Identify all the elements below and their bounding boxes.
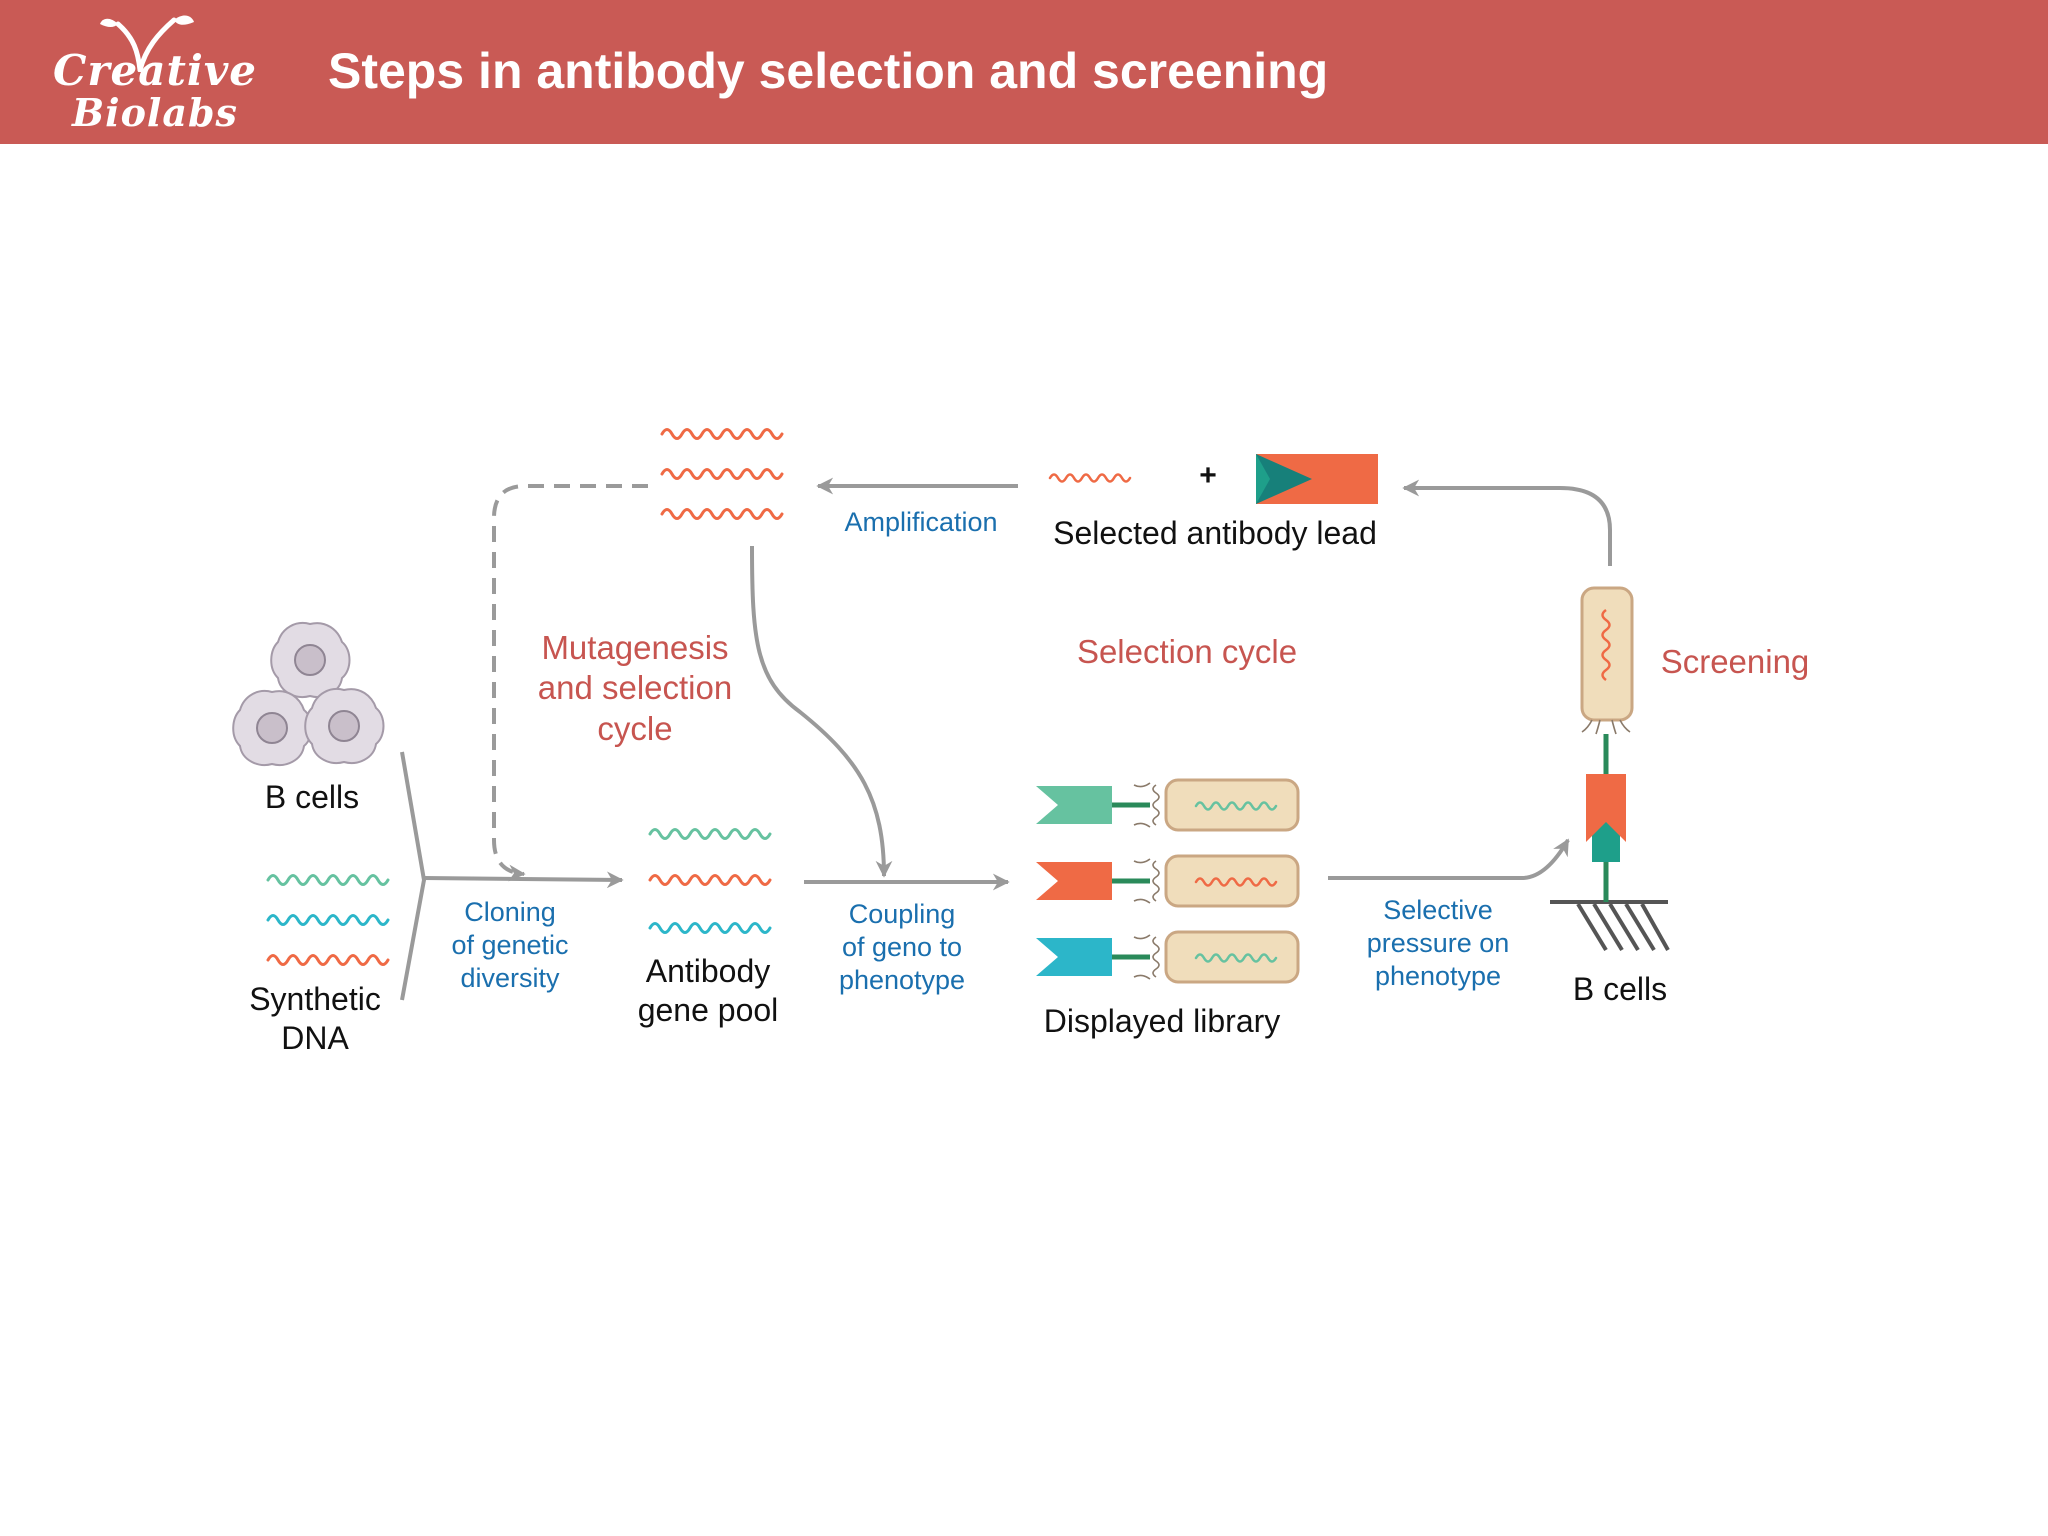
creative-biolabs-logo: Creative Biolabs (30, 8, 280, 138)
cloning-arrow (423, 871, 624, 889)
synthetic-dna-label: Synthetic DNA (249, 981, 381, 1057)
dna-wave-icon (660, 468, 784, 480)
logo-text-line2: Biolabs (72, 90, 238, 135)
antibody-flag-icon (1036, 938, 1112, 976)
displayed-library (1036, 778, 1300, 984)
b-cells-left-label: B cells (264, 779, 360, 815)
dna-wave-icon (660, 508, 784, 520)
recycle-arrow (750, 545, 893, 878)
selected-lead-label: Selected antibody lead (1053, 515, 1377, 551)
screening-arrow (1402, 479, 1612, 566)
dna-wave-icon (266, 954, 390, 966)
antibody-flag-icon (1036, 786, 1112, 824)
coupling-label: Coupling of geno to phenotype (838, 899, 966, 995)
synthetic-dna-waves (266, 874, 390, 966)
gene-pool-label: Antibody gene pool (637, 953, 779, 1029)
dna-wave-icon (266, 914, 390, 926)
selective-pressure-label: Selective pressure on phenotype (1366, 895, 1510, 991)
sprout-icon (100, 15, 194, 72)
gene-pool-waves (648, 828, 772, 934)
b-cells-right-label: B cells (1572, 971, 1668, 1007)
library-member-green (1036, 778, 1300, 832)
plus-sign: + (1199, 459, 1217, 492)
header-bar: Creative Biolabs Steps in antibody selec… (0, 0, 2048, 144)
antibody-flag-icon (1036, 862, 1112, 900)
cloning-label: Cloning of genetic diversity (451, 897, 569, 993)
mutagenesis-loop-arrow (492, 484, 648, 882)
bacterium-icon (1164, 930, 1300, 984)
library-member-orange (1036, 854, 1300, 908)
amplification-label: Amplification (844, 507, 998, 537)
dna-wave-icon (648, 922, 772, 934)
page-title: Steps in antibody selection and screenin… (328, 43, 1329, 99)
library-member-cyan (1036, 930, 1300, 984)
selected-lead-icons (1048, 454, 1378, 504)
selective-pressure-arrow (1328, 838, 1570, 880)
dna-wave-icon (266, 874, 390, 886)
dna-wave-icon (1048, 473, 1132, 483)
screening-label: Screening (1660, 643, 1810, 680)
b-cell-cluster-icon (232, 621, 385, 767)
bacterium-icon (1580, 586, 1634, 735)
bacterium-icon (1164, 778, 1300, 832)
displayed-library-label: Displayed library (1043, 1003, 1281, 1039)
dna-wave-icon (648, 874, 772, 886)
b-cell-receptor-icon (1550, 734, 1670, 952)
dna-wave-icon (660, 428, 784, 440)
antibody-flag-icon (1256, 454, 1378, 504)
selection-cycle-label: Selection cycle (1076, 633, 1298, 670)
logo-text-line1: Creative (53, 46, 257, 95)
antibody-flag-icon (1586, 774, 1626, 842)
mutagenesis-label: Mutagenesis and selection cycle (537, 629, 733, 747)
dna-wave-icon (648, 828, 772, 840)
bacterium-icon (1164, 854, 1300, 908)
amplified-genes (660, 428, 784, 520)
